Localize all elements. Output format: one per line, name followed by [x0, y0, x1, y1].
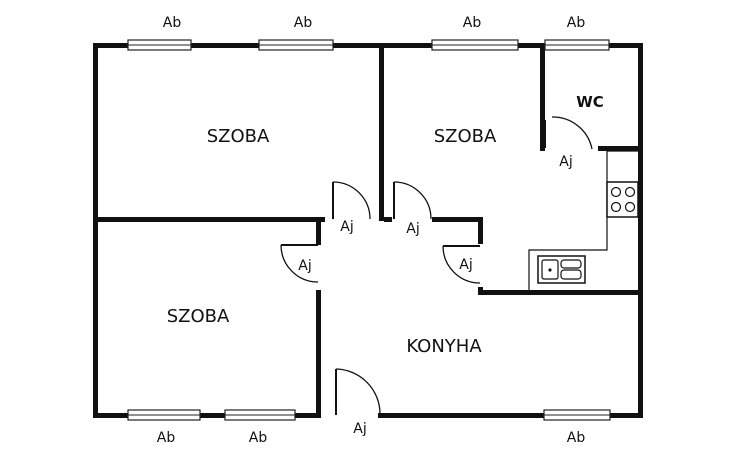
stove-icon — [606, 181, 639, 218]
interior-walls — [93, 43, 643, 418]
window-top-2 — [258, 39, 334, 51]
door-labels: Aj Aj Aj Aj Aj Aj — [298, 154, 572, 437]
door-label: Aj — [559, 154, 572, 170]
window-bottom-1 — [127, 409, 201, 421]
room-label-wc: WC — [576, 93, 604, 111]
outer-walls — [93, 43, 643, 418]
window-top-1 — [127, 39, 192, 51]
door-label: Aj — [406, 221, 419, 237]
door-top-middle-room — [393, 181, 432, 220]
windows — [127, 39, 611, 421]
window-label: Ab — [567, 15, 586, 31]
door-label: Aj — [353, 421, 366, 437]
door-kitchen-corner — [442, 245, 481, 284]
room-label-kitchen: KONYHA — [406, 336, 482, 357]
window-top-3 — [431, 39, 519, 51]
room-labels: SZOBA SZOBA SZOBA KONYHA WC — [167, 93, 604, 357]
window-label: Ab — [294, 15, 313, 31]
window-labels: Ab Ab Ab Ab Ab Ab Ab — [157, 15, 586, 446]
window-bottom-3 — [543, 409, 611, 421]
door-top-left-room — [332, 181, 371, 220]
room-label-bottom-left: SZOBA — [167, 306, 230, 327]
room-label-top-left: SZOBA — [207, 126, 270, 147]
door-entrance — [335, 368, 381, 415]
door-label: Aj — [459, 257, 472, 273]
doors — [280, 116, 593, 415]
window-label: Ab — [157, 430, 176, 446]
window-label: Ab — [249, 430, 268, 446]
door-label: Aj — [340, 219, 353, 235]
room-label-top-middle: SZOBA — [434, 126, 497, 147]
window-label: Ab — [463, 15, 482, 31]
sink-icon — [537, 255, 586, 284]
door-wc — [544, 116, 593, 150]
window-bottom-2 — [224, 409, 296, 421]
window-label: Ab — [163, 15, 182, 31]
window-label: Ab — [567, 430, 586, 446]
door-label: Aj — [298, 258, 311, 274]
window-top-4 — [544, 39, 610, 51]
door-bottom-left-room — [280, 244, 319, 283]
